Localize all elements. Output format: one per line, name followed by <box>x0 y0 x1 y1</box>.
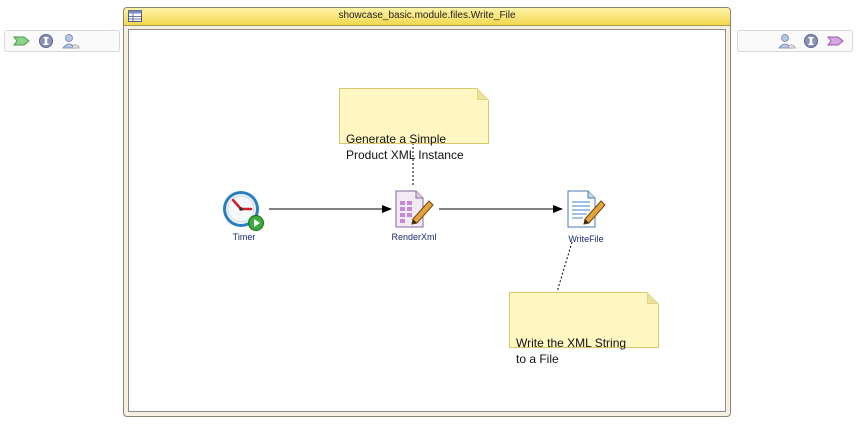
note-link-bottom <box>556 241 573 293</box>
node-render-xml[interactable]: RenderXml <box>391 188 437 246</box>
right-side-panel <box>737 30 853 52</box>
connector-layer <box>269 143 573 293</box>
node-label: RenderXml <box>391 232 437 242</box>
note-fold-icon <box>647 292 659 304</box>
left-side-panel <box>4 30 120 52</box>
note-text: Write the XML String to a File <box>516 336 627 366</box>
frame-title: showcase_basic.module.files.Write_File <box>338 10 516 21</box>
info-icon[interactable] <box>802 33 820 49</box>
note-write-file[interactable]: Write the XML String to a File <box>509 292 659 366</box>
file-edit-icon <box>567 190 606 228</box>
node-label: WriteFile <box>568 234 604 244</box>
arrow-right-icon[interactable] <box>13 33 31 49</box>
info-icon[interactable] <box>37 33 55 49</box>
arrow-right-icon[interactable] <box>827 33 845 49</box>
clock-icon <box>223 191 264 231</box>
people-icon[interactable] <box>778 33 796 49</box>
process-frame: showcase_basic.module.files.Write_File G… <box>123 7 731 417</box>
node-write-file[interactable]: WriteFile <box>565 188 607 246</box>
frame-title-bar[interactable]: showcase_basic.module.files.Write_File <box>124 8 730 26</box>
note-generate-xml[interactable]: Generate a Simple Product XML Instance <box>339 88 489 162</box>
diagram-canvas[interactable]: Generate a Simple Product XML Instance W… <box>128 29 726 412</box>
table-icon <box>128 10 142 22</box>
node-timer[interactable]: Timer <box>221 188 267 246</box>
node-label: Timer <box>232 232 256 242</box>
xml-edit-icon <box>395 190 434 228</box>
people-icon[interactable] <box>62 33 80 49</box>
note-fold-icon <box>477 88 489 100</box>
note-text: Generate a Simple Product XML Instance <box>346 132 464 162</box>
